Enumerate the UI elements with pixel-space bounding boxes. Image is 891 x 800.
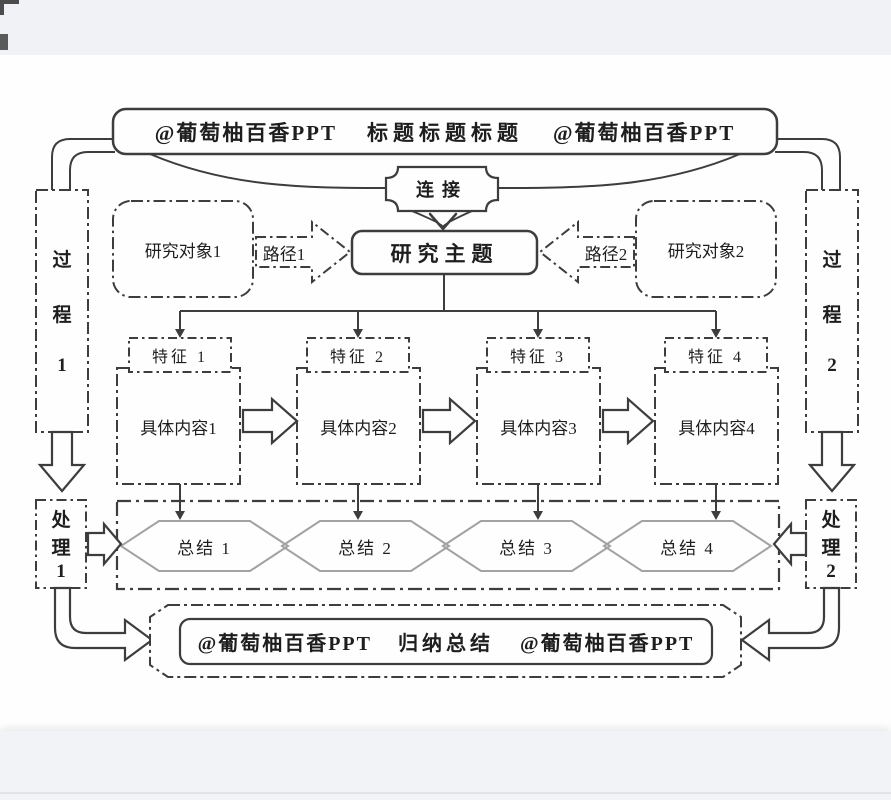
feature-2-box	[306, 337, 410, 373]
summary-2-label: 总结 2	[338, 538, 393, 558]
route-1-arrow	[255, 219, 352, 285]
flow-arrow-2	[421, 396, 477, 446]
title-to-process-connectors	[51, 138, 841, 191]
content-2-label: 具体内容2	[320, 418, 397, 438]
content-4-box	[654, 367, 779, 485]
process-1-label: 过 程 1	[52, 250, 72, 376]
connector-left-inner	[69, 151, 115, 191]
feature-2-label: 特征 2	[329, 349, 386, 366]
footer-bar: @葡萄柚百香PPT 归纳总结 @葡萄柚百香PPT	[180, 619, 712, 664]
feature-4-box	[664, 337, 768, 373]
route-2-arrow	[538, 219, 635, 285]
feature-3-label: 特征 3	[509, 349, 566, 366]
feature-1-box	[128, 337, 232, 373]
link-node-label: 连接	[416, 180, 468, 200]
research-object-1-box	[112, 200, 254, 298]
footer-credit-left: @葡萄柚百香PPT	[197, 633, 372, 655]
research-object-1-label: 研究对象1	[144, 241, 222, 261]
title-credit-left: @葡萄柚百香PPT	[154, 120, 337, 145]
summary-3-label: 总结 3	[499, 538, 554, 558]
content-1-box	[116, 367, 241, 485]
process-2-down-arrow	[807, 430, 857, 493]
flow-arrow-1	[241, 396, 299, 446]
connector-right-outer	[775, 138, 841, 191]
route-1-label: 路径1	[262, 244, 306, 264]
handler-2-arrow	[772, 521, 808, 567]
title-bar: @葡萄柚百香PPT 标题标题标题 @葡萄柚百香PPT	[113, 109, 777, 154]
content-flow-arrows	[241, 396, 655, 446]
topic-distributor-tree	[179, 274, 717, 331]
link-node-shape	[384, 165, 500, 213]
title-credit-right: @葡萄柚百香PPT	[553, 120, 736, 145]
link-to-topic-arrowhead	[428, 212, 458, 231]
summary-2-hexagon	[280, 520, 451, 572]
handler-2-elbow-arrow	[740, 586, 841, 663]
corner-mark	[0, 34, 8, 50]
feature-label-boxes	[128, 337, 768, 373]
title-to-link-curve-right	[495, 153, 741, 189]
research-object-2-box	[635, 200, 777, 298]
page-edge-line	[0, 792, 891, 794]
page-margin-bottom	[0, 731, 891, 800]
handler-1-box	[35, 499, 87, 589]
topic-box	[350, 229, 539, 276]
content-boxes	[116, 367, 779, 485]
feature-3-box	[486, 337, 590, 373]
connector-left-outer	[51, 138, 115, 191]
page-margin-top	[0, 0, 891, 55]
summary-4-label: 总结 4	[660, 538, 715, 558]
topic-node-label: 研究主题	[390, 241, 499, 266]
summary-hexagons	[119, 520, 773, 572]
content-1-label: 具体内容1	[140, 418, 217, 438]
summary-4-hexagon	[602, 520, 773, 572]
footer-inner-box	[178, 617, 714, 666]
feature-4-label: 特征 4	[687, 349, 744, 366]
research-object-2-label: 研究对象2	[667, 241, 745, 261]
content-3-box	[476, 367, 601, 485]
content-2-box	[296, 367, 421, 485]
connector-right-inner	[775, 151, 823, 191]
corner-mark	[0, 0, 4, 15]
footer-title: 归纳总结	[398, 633, 494, 655]
footer-credit-right: @葡萄柚百香PPT	[520, 633, 695, 655]
process-1-down-arrow	[37, 430, 87, 493]
handler-1-label: 处 理 1	[51, 510, 71, 582]
process-2-label: 过 程 2	[822, 250, 842, 376]
corner-mark	[0, 0, 19, 4]
summary-arrowheads	[175, 511, 721, 520]
link-to-topic-lines	[411, 210, 473, 228]
summary-1-hexagon	[119, 520, 290, 572]
content-4-label: 具体内容4	[678, 418, 755, 438]
handler-1-arrow	[86, 521, 123, 567]
summary-3-hexagon	[441, 520, 612, 572]
route-2-label: 路径2	[584, 244, 628, 264]
handler-2-label: 处 理 2	[821, 510, 841, 582]
feature-1-label: 特征 1	[151, 349, 208, 366]
handler-1-elbow-arrow	[53, 586, 154, 663]
tree-drops	[179, 311, 717, 331]
content-3-label: 具体内容3	[500, 418, 577, 438]
tree-arrowheads	[175, 329, 721, 338]
title-to-link-curve-left	[149, 153, 389, 189]
content-to-summary-stems	[179, 484, 717, 512]
summary-1-label: 总结 1	[177, 538, 232, 558]
page-title: 标题标题标题	[367, 120, 523, 145]
title-box	[111, 107, 779, 156]
process-1-box	[35, 189, 89, 433]
process-2-box	[805, 189, 859, 433]
flow-arrow-3	[601, 396, 655, 446]
